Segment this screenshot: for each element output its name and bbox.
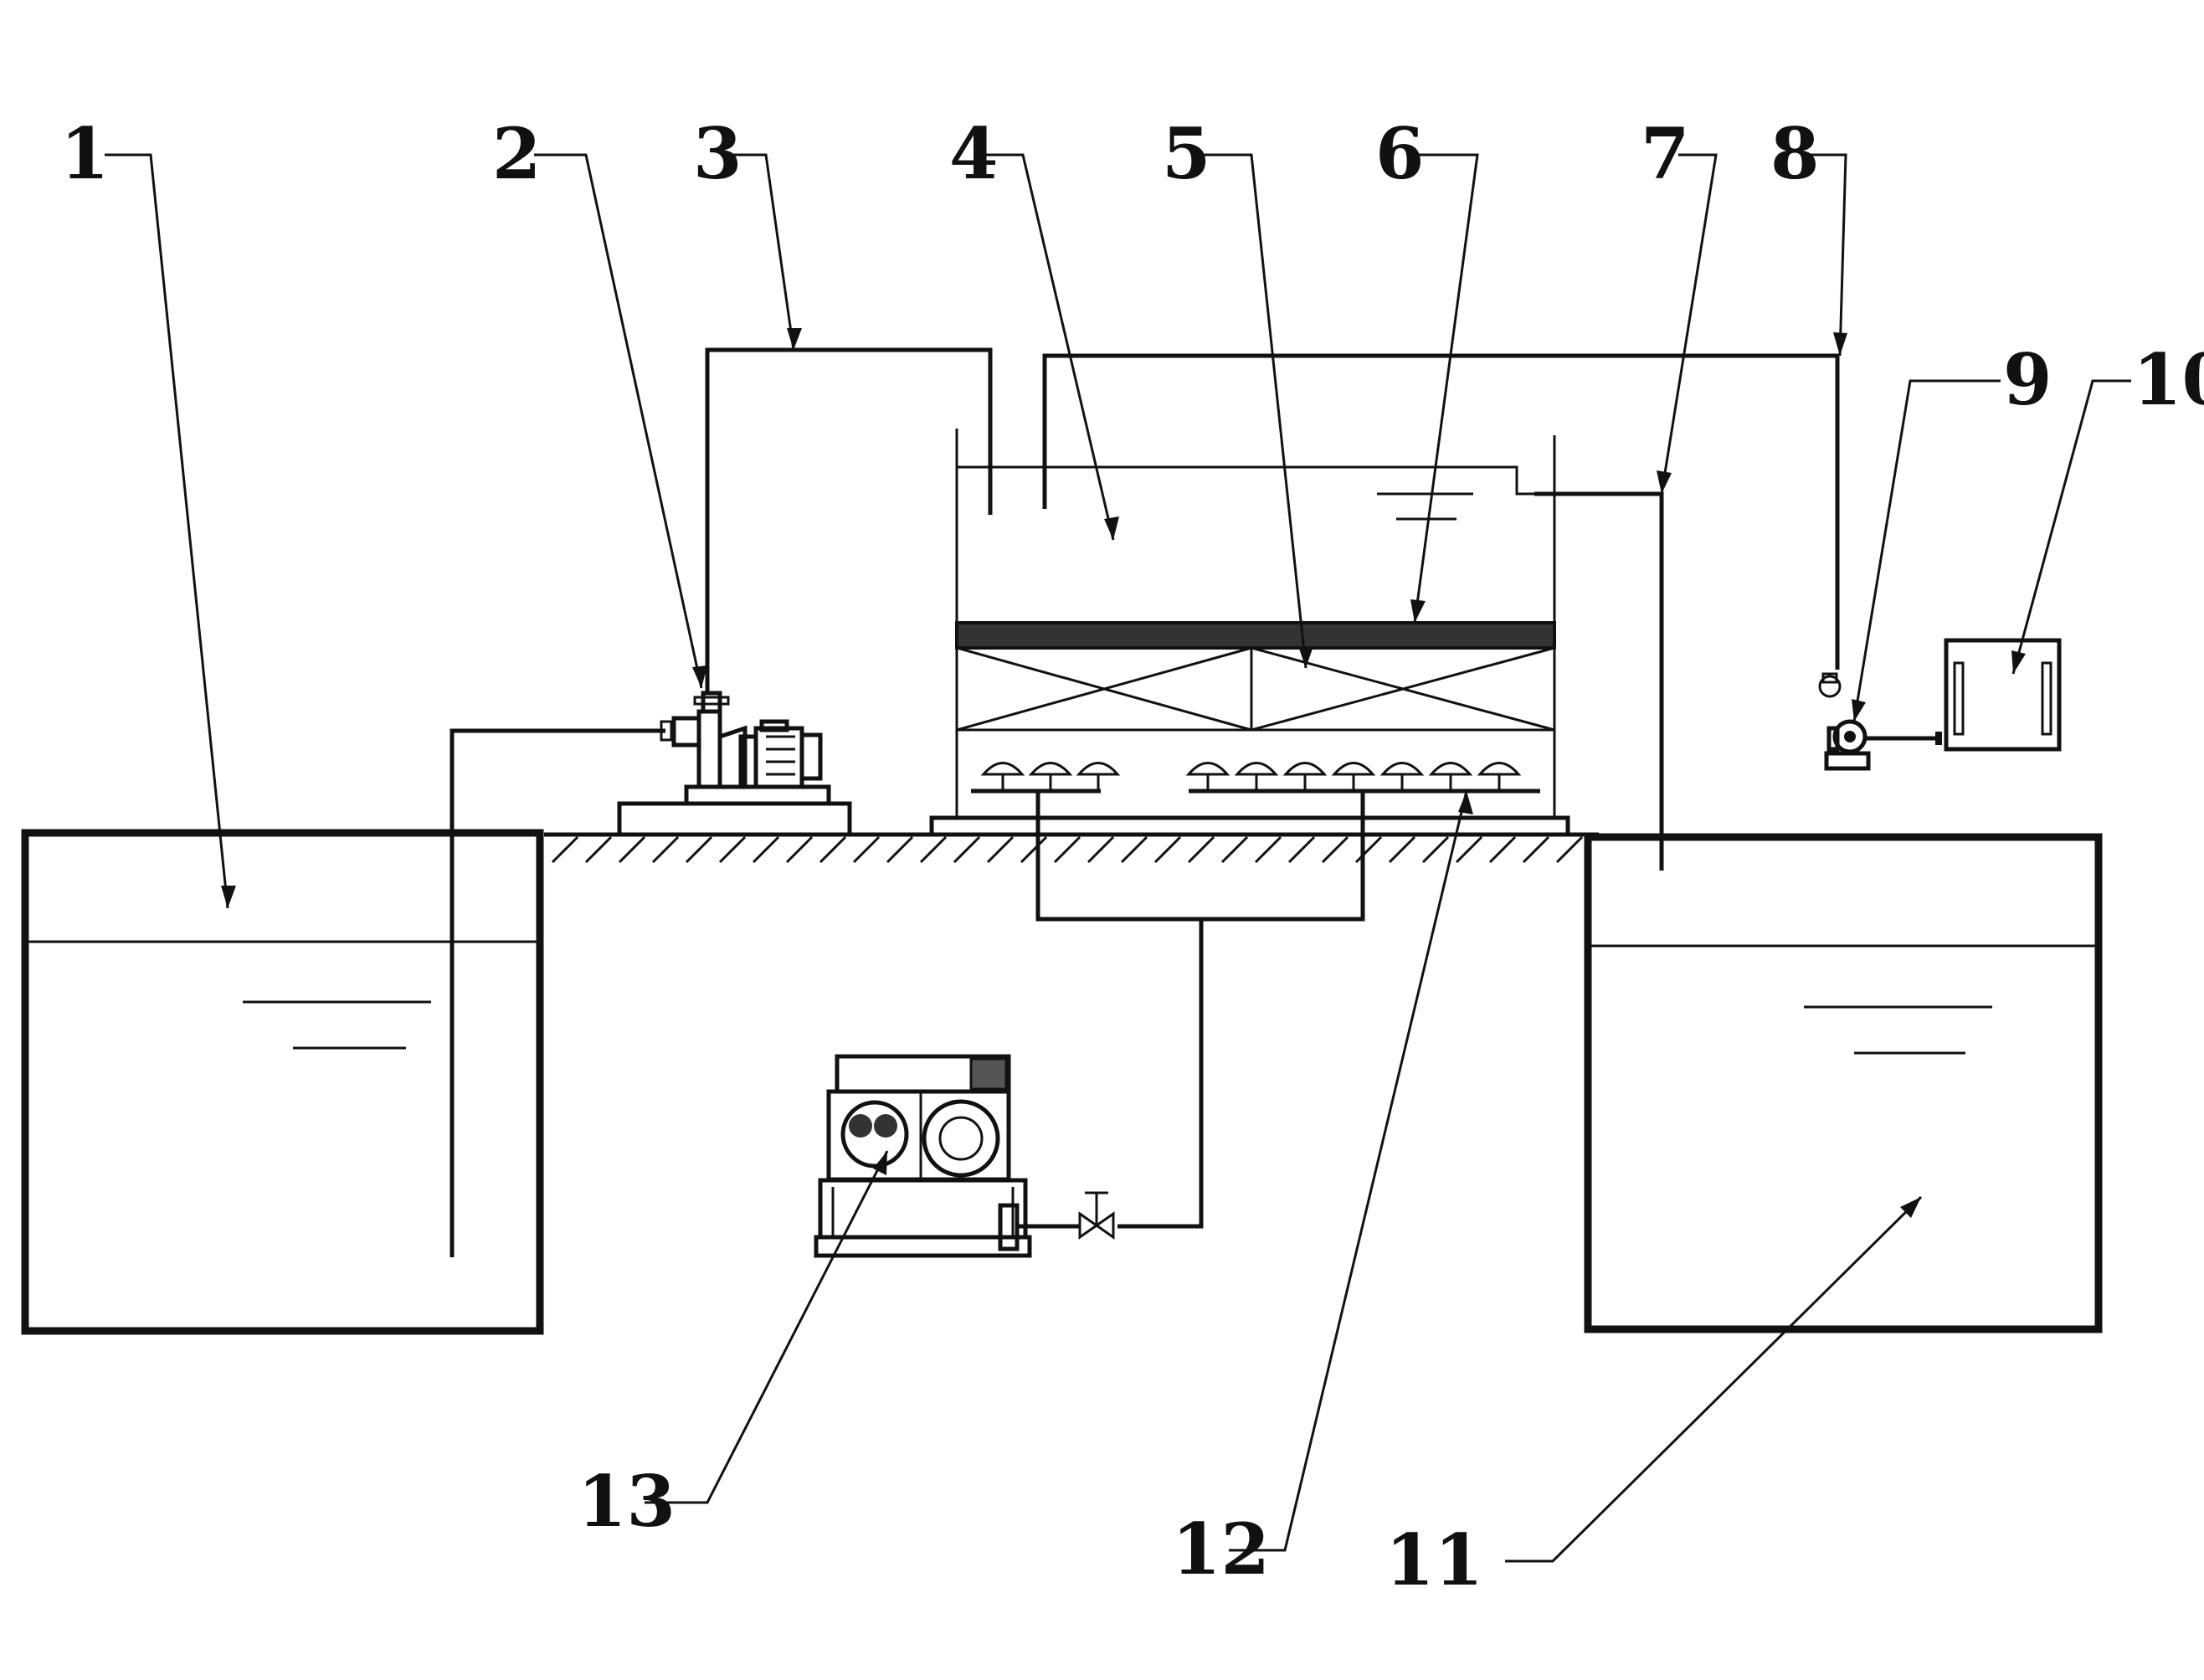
- feed-pipe: [705, 347, 993, 695]
- label-9-dosing-pump: 9: [2003, 338, 2052, 421]
- label-8-dosing-pipe: 8: [1770, 112, 1819, 195]
- feed-pump: [617, 691, 852, 837]
- label-4-reactor: 4: [949, 112, 998, 195]
- dosing-pipe: [1042, 353, 1840, 670]
- label-10-chemical-tank: 10: [2133, 338, 2204, 421]
- label-6-media-layer: 6: [1375, 112, 1424, 195]
- label-5-packing: 5: [1162, 112, 1210, 195]
- label-13-air-blower: 13: [578, 1460, 676, 1543]
- label-3-feed-pipe: 3: [693, 112, 742, 195]
- air-blower: [814, 1054, 1032, 1258]
- clean-water-tank: [1584, 833, 2103, 1333]
- dosing-pump: [1818, 672, 1942, 771]
- label-1-raw-water-tank: 1: [60, 112, 109, 195]
- label-11-clean-water-tank: 11: [1385, 1518, 1483, 1601]
- raw-water-tank: [21, 829, 544, 1335]
- packing-module: [955, 646, 1556, 732]
- leader-arrowheads: [221, 328, 2026, 1218]
- chemical-tank: [1944, 638, 2062, 752]
- air-header-pipe: [1035, 791, 1365, 1229]
- air-valve: [1017, 1191, 1115, 1240]
- label-2-feed-pump: 2: [492, 112, 541, 195]
- label-7-effluent-pipe: 7: [1641, 112, 1689, 195]
- leader-lines: [105, 153, 2131, 1563]
- ground: [544, 832, 1599, 864]
- aeration-diffusers: [971, 762, 1540, 794]
- suction-pipe: [450, 728, 665, 1257]
- label-12-aeration-diffusers: 12: [1172, 1508, 1270, 1590]
- filter-media-layer: [955, 621, 1556, 650]
